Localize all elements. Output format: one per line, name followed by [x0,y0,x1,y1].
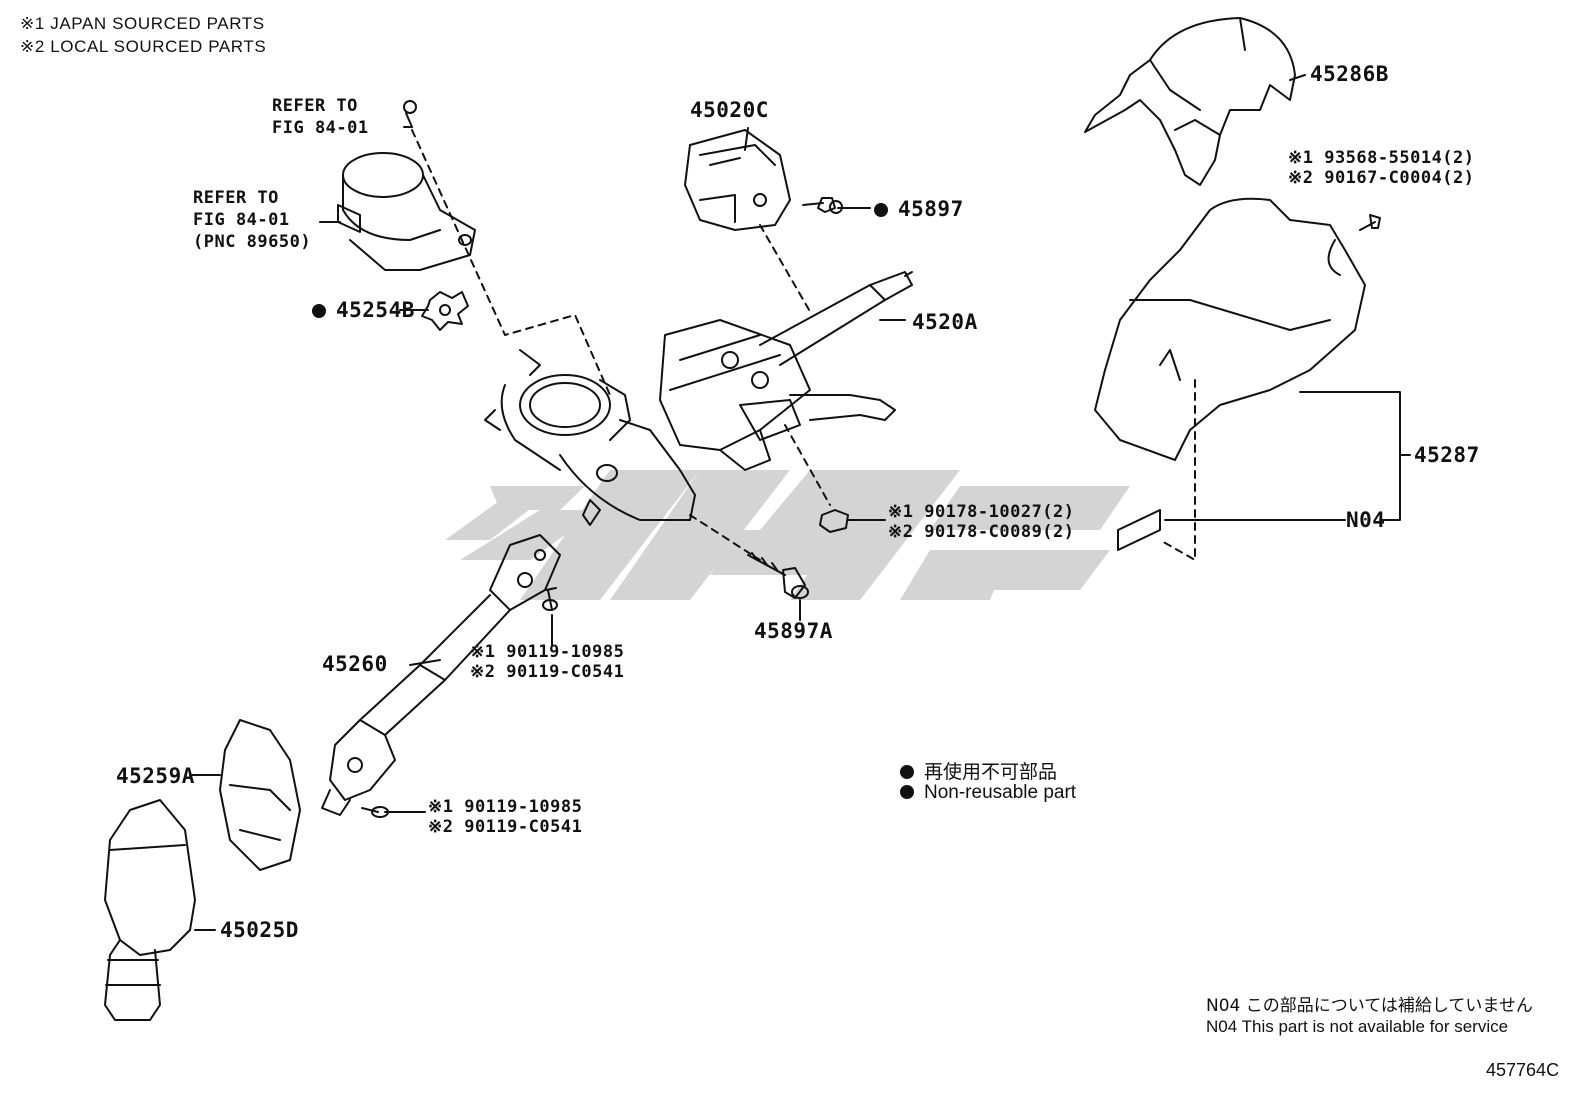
motor-housing-icon [484,349,696,526]
nut-column-local[interactable]: ※2 90178-C0089(2) [888,522,1075,542]
part-45254b-label: 45254B [336,298,415,322]
part-45897a[interactable]: 45897A [754,619,833,643]
nut-icon [819,509,849,533]
part-45897-label: 45897 [898,197,964,221]
bolt-cover-japan[interactable]: ※1 93568-55014(2) [1288,148,1475,168]
cover-bolt-icon [1359,214,1381,231]
bolt-cover-local[interactable]: ※2 90167-C0004(2) [1288,168,1475,188]
bolt-45897-icon [802,197,843,214]
part-45897[interactable]: 45897 [874,197,964,221]
part-45260[interactable]: 45260 [322,652,388,676]
n04-note-japanese: N04 この部品については補給していません [1206,996,1533,1016]
refer-top-line1: REFER TO [272,96,358,116]
bolt-45897a-icon [747,552,809,599]
part-45259a[interactable]: 45259A [116,764,195,788]
non-reusable-dot-icon [312,304,326,318]
bolt-shaft-local[interactable]: ※2 90119-C0541 [470,662,625,682]
part-45025d[interactable]: 45025D [220,918,299,942]
part-n04[interactable]: N04 [1346,508,1386,532]
note-local-sourced: ※2 LOCAL SOURCED PARTS [20,37,267,56]
column-boot-icon [104,799,196,1021]
bolt-joint-local[interactable]: ※2 90119-C0541 [428,817,583,837]
legend-english-text: Non-reusable part [924,782,1077,803]
note-japan-sourced: ※1 JAPAN SOURCED PARTS [20,14,265,33]
part-45020c[interactable]: 45020C [690,98,769,122]
legend-english: Non-reusable part [900,782,1076,804]
intermediate-shaft-icon [321,534,561,816]
label-plate-icon [1117,509,1161,551]
n04-note-english: N04 This part is not available for servi… [1206,1017,1509,1036]
bolt-shaft-japan[interactable]: ※1 90119-10985 [470,642,625,662]
refer-top-line2: FIG 84-01 [272,118,369,138]
refer-sensor-line2: FIG 84-01 [193,210,290,230]
column-seal-icon [219,719,301,871]
part-45254b[interactable]: 45254B [312,298,415,322]
lower-cover-icon [1094,197,1366,461]
refer-sensor-line1: REFER TO [193,188,279,208]
bolt-joint-japan[interactable]: ※1 90119-10985 [428,797,583,817]
nut-column-japan[interactable]: ※1 90178-10027(2) [888,502,1075,522]
non-reusable-dot-icon [874,203,888,217]
torque-sensor-icon [337,152,476,271]
ignition-switch-icon [684,129,791,231]
legend-dot-icon [900,765,914,779]
figure-id: 457764C [1486,1060,1560,1080]
legend-dot-icon [900,785,914,799]
coupling-icon [421,291,469,331]
part-45287[interactable]: 45287 [1414,443,1480,467]
upper-cover-icon [1084,17,1296,186]
part-45286b[interactable]: 45286B [1310,62,1389,86]
top-bolt-icon [403,100,417,128]
shaft-bolt-icon [542,587,558,611]
refer-sensor-line3: (PNC 89650) [193,232,312,252]
legend-japanese: 再使用不可部品 [900,757,1057,784]
steering-column-icon [659,271,913,471]
legend-japanese-text: 再使用不可部品 [924,762,1058,783]
part-4520a[interactable]: 4520A [912,310,978,334]
watermark-logo [445,470,1130,600]
